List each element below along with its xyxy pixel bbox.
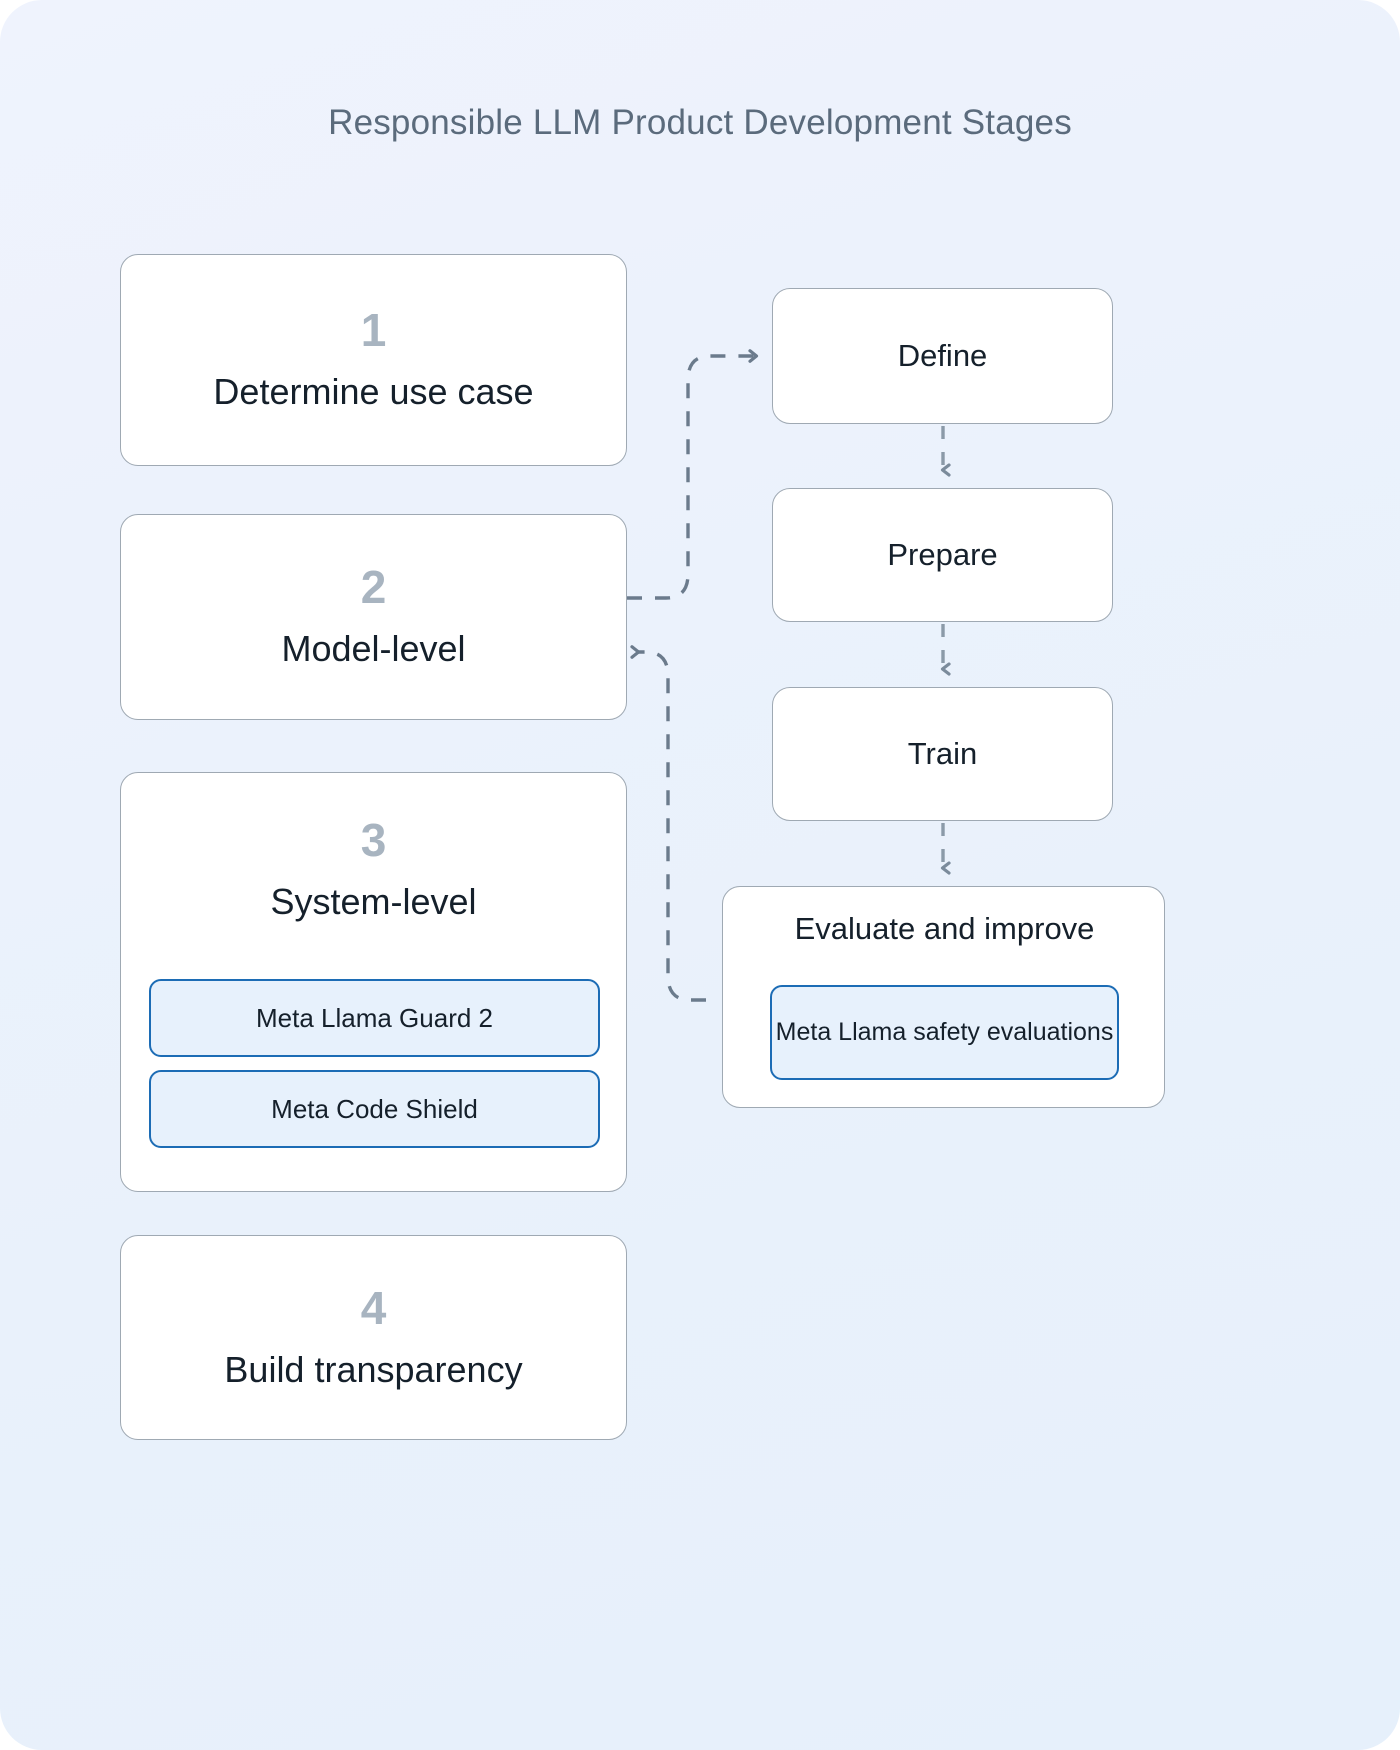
stage-number: 3: [360, 814, 387, 866]
connector-model-to-define: [627, 349, 759, 600]
workflow-step-evaluate[interactable]: Evaluate and improve Meta Llama safety e…: [722, 886, 1165, 1108]
page-title: Responsible LLM Product Development Stag…: [328, 103, 1072, 142]
tool-pill-llama-guard[interactable]: Meta Llama Guard 2: [149, 979, 600, 1057]
stage-label: Build transparency: [224, 1348, 523, 1390]
tool-pill-code-shield[interactable]: Meta Code Shield: [149, 1070, 600, 1148]
stage-label: System-level: [270, 881, 477, 922]
stage-card-3[interactable]: 3 System-level Meta Llama Guard 2 Meta C…: [120, 772, 627, 1192]
stage-card-1[interactable]: 1 Determine use case: [120, 254, 627, 466]
stage-card-2[interactable]: 2 Model-level: [120, 514, 627, 720]
tool-pill-safety-evaluations[interactable]: Meta Llama safety evaluations: [770, 985, 1119, 1080]
workflow-step-define[interactable]: Define: [772, 288, 1113, 424]
stage-number: 1: [360, 304, 387, 357]
evaluate-label: Evaluate and improve: [794, 911, 1095, 946]
stage-card-4[interactable]: 4 Build transparency: [120, 1235, 627, 1440]
workflow-step-prepare[interactable]: Prepare: [772, 488, 1113, 622]
stage-number: 2: [360, 561, 387, 614]
stage-label: Determine use case: [213, 371, 534, 413]
stage-number: 4: [360, 1281, 387, 1334]
stage-label: Model-level: [281, 628, 466, 670]
connector-evaluate-to-model: [630, 645, 706, 1002]
workflow-step-train[interactable]: Train: [772, 687, 1113, 821]
